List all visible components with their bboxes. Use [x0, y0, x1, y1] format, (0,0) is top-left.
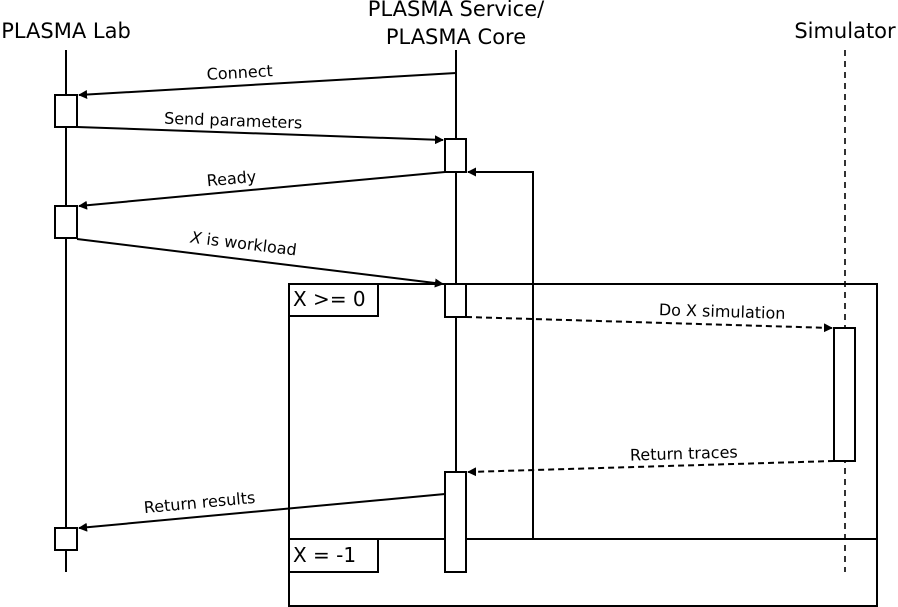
end-frame-condition: X = -1 — [293, 543, 356, 567]
activation-lab-3 — [54, 527, 78, 551]
message-connect-label: Connect — [206, 61, 273, 84]
end-frame-label-box — [288, 538, 379, 573]
participant-plasma-core-label: PLASMA Core — [386, 25, 526, 49]
message-return-traces-label: Return traces — [630, 442, 738, 464]
message-ready-arrow — [78, 171, 446, 210]
message-workload-arrow — [76, 238, 444, 288]
activation-lab-2 — [54, 205, 78, 239]
message-do-simulation-label: Do X simulation — [659, 300, 786, 323]
participant-plasma-service-label: PLASMA Service/ — [368, 0, 545, 21]
message-ready-label: Ready — [206, 167, 257, 191]
loop-frame-label-box — [288, 283, 379, 317]
activation-simulator — [833, 327, 856, 462]
activation-service-1 — [444, 138, 467, 173]
message-send-parameters-label: Send parameters — [164, 109, 303, 133]
loop-back-arrow — [467, 167, 534, 539]
participant-plasma-lab-label: PLASMA Lab — [1, 19, 131, 43]
loop-frame-condition: X >= 0 — [293, 287, 366, 311]
message-connect-arrow — [78, 72, 457, 100]
message-workload-variable: X — [188, 227, 203, 247]
activation-lab-1 — [54, 94, 78, 128]
activation-service-3 — [444, 471, 467, 573]
participant-simulator-label: Simulator — [794, 19, 896, 43]
message-send-parameters-arrow — [76, 126, 444, 145]
message-workload-text: is workload — [200, 229, 297, 260]
activation-service-2 — [444, 283, 467, 318]
message-do-simulation-arrow — [465, 316, 833, 333]
message-return-traces-arrow — [467, 460, 835, 477]
message-return-results-arrow — [78, 493, 446, 532]
